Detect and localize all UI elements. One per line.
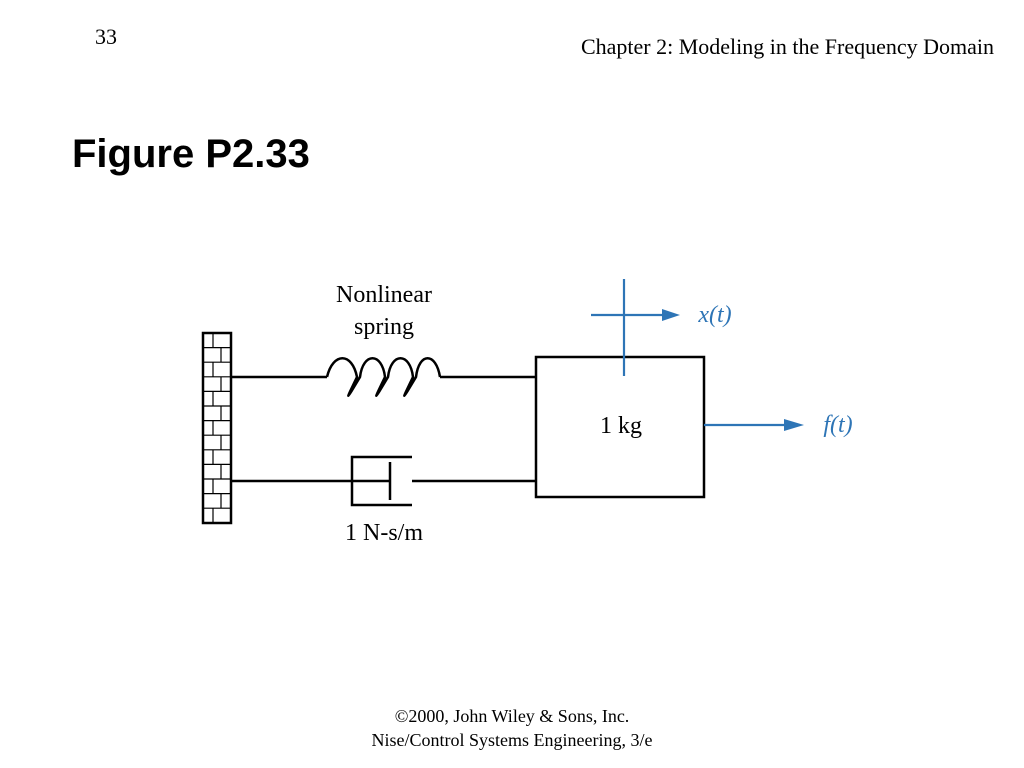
wall — [201, 331, 233, 525]
copyright-line: ©2000, John Wiley & Sons, Inc. — [394, 706, 630, 726]
spring-label-line1: Nonlinear — [336, 282, 432, 308]
force-label: f(t) — [823, 412, 852, 438]
nonlinear-spring — [231, 357, 536, 397]
mass-block — [534, 355, 706, 499]
page-number: 33 — [95, 24, 117, 49]
spring-label-line2: spring — [354, 314, 414, 340]
damper-label: 1 N-s/m — [345, 520, 423, 546]
chapter-header: Chapter 2: Modeling in the Frequency Dom… — [580, 34, 994, 59]
displacement-arrow — [591, 279, 680, 376]
force-arrow — [704, 419, 804, 431]
mass-label: 1 kg — [600, 413, 642, 439]
damper — [231, 455, 536, 507]
footer: ©2000, John Wiley & Sons, Inc. Nise/Cont… — [0, 704, 1024, 752]
figure-title: Figure P2.33 — [72, 132, 310, 176]
book-citation-line: Nise/Control Systems Engineering, 3/e — [371, 730, 653, 750]
displacement-label: x(t) — [697, 302, 731, 328]
